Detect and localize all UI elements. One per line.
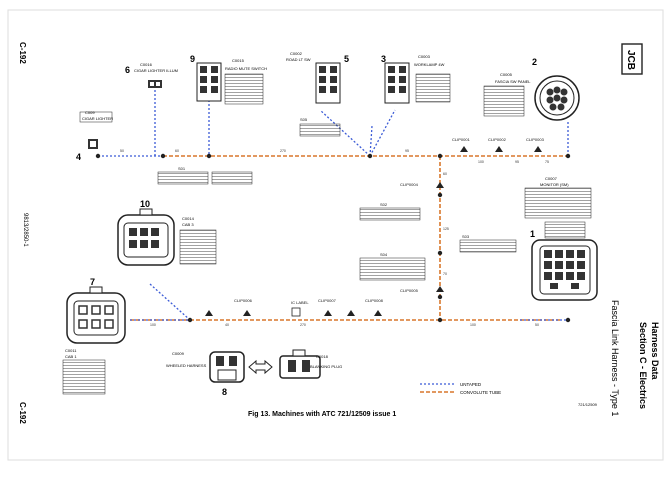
component-name-6: CIGAR LIGHTER ILLUM: [134, 68, 178, 73]
splice-label-2: S02: [380, 202, 388, 207]
component-code-5: C0002: [290, 51, 303, 56]
svg-text:95: 95: [405, 149, 409, 153]
connector-wheeled-harness: [209, 351, 245, 383]
component-number-4: 4: [76, 152, 81, 162]
svg-text:95: 95: [515, 160, 519, 164]
component-name-5: ROAD LT SW: [286, 57, 311, 62]
clip-label-2: CLIP0002: [488, 137, 507, 142]
section-subtitle: Harness Data: [650, 322, 660, 381]
component-name-3: WORKLAMP 4W: [414, 62, 445, 67]
clip-label-5: CLIP0005: [400, 288, 419, 293]
component-name-2: FASCIA SW PANEL: [495, 79, 531, 84]
component-code-2: C0005: [500, 72, 513, 77]
junction-points: [95, 153, 571, 323]
component-code-10: C0014: [182, 216, 195, 221]
jcb-logo-text: JCB: [625, 50, 636, 70]
splice-tables: [157, 171, 517, 281]
svg-text:40: 40: [225, 323, 229, 327]
svg-text:100: 100: [470, 323, 476, 327]
component-number-3: 3: [381, 54, 386, 64]
connector-blanking-plug: [279, 349, 321, 379]
splice-label-4: S04: [380, 252, 388, 257]
component-name-10: CAB 3: [182, 222, 194, 227]
svg-text:100: 100: [150, 323, 156, 327]
component-name-4: CIGAR LIGHTER: [82, 116, 113, 121]
legend: UNTAPED CONVOLUTE TUBE: [420, 382, 501, 395]
page-ref-bottom: C-192: [18, 402, 27, 424]
dimension-labels: 50 60 270 95 100 95 75 60 125 70 100 40 270 100…: [120, 149, 549, 327]
component-code-4: C009: [85, 110, 95, 115]
clip-label-1: CLIP0001: [452, 137, 471, 142]
component-number-6: 6: [125, 65, 130, 75]
svg-text:125: 125: [443, 227, 449, 231]
component-code-9: C0015: [232, 58, 245, 63]
jcb-logo: JCB: [621, 43, 643, 75]
component-number-8: 8: [222, 387, 227, 397]
component-code-8: C0009: [172, 351, 185, 356]
connector-cigar-lighter-illum: [148, 80, 162, 88]
component-number-9: 9: [190, 54, 195, 64]
svg-text:75: 75: [545, 160, 549, 164]
clip-label-4: CLIP0004: [400, 182, 419, 187]
component-name-9: RADIO MUTE SWITCH: [225, 66, 267, 71]
connector-road-lt-sw: [299, 62, 341, 137]
splice-label-3: S03: [462, 234, 470, 239]
svg-text:50: 50: [535, 323, 539, 327]
page-ref-top: C-192: [18, 42, 27, 64]
clip-label-7: CLIP0007: [318, 298, 337, 303]
harness-title: Fascia Link Harness - Type 1: [610, 300, 620, 416]
component-number-7: 7: [90, 277, 95, 287]
svg-text:70: 70: [443, 272, 447, 276]
svg-text:270: 270: [280, 149, 286, 153]
component-code-6: C0016: [140, 62, 153, 67]
component-code-3: C0003: [418, 54, 431, 59]
connector-fascia-sw-panel: [483, 75, 580, 121]
svg-text:50: 50: [120, 149, 124, 153]
mates-with-arrow: [248, 359, 273, 375]
section-title: Section C - Electrics: [638, 322, 648, 409]
component-name-blanking: BLANKING PLUG: [310, 364, 342, 369]
ic-label: IC LABEL: [291, 300, 309, 305]
connector-cigar-lighter: [79, 111, 113, 149]
component-name-1: MONITOR (SM): [540, 182, 569, 187]
figure-caption: Fig 13. Machines with ATC 721/12509 issu…: [248, 411, 396, 418]
clip-label-3: CLIP0003: [526, 137, 545, 142]
component-number-10: 10: [140, 199, 150, 209]
component-number-2: 2: [532, 57, 537, 67]
splice-label-1: S01: [178, 166, 186, 171]
svg-text:60: 60: [175, 149, 179, 153]
legend-untaped-label: UNTAPED: [460, 382, 482, 387]
clip-label-8: CLIP0008: [365, 298, 384, 303]
connector-cab-1: [62, 286, 126, 395]
component-number-5: 5: [344, 54, 349, 64]
connector-cab-3: [117, 208, 217, 266]
svg-text:100: 100: [478, 160, 484, 164]
ic-label-box: [291, 307, 301, 317]
component-name-7: CAB 1: [65, 354, 77, 359]
component-name-8: WHEELED HARNESS: [166, 363, 207, 368]
figure-code: 721/12509: [578, 402, 598, 407]
doc-number: 9813/2850-1: [22, 213, 28, 247]
page-border: [7, 9, 664, 461]
svg-text:60: 60: [443, 172, 447, 176]
component-code-blanking: C0018: [316, 354, 329, 359]
harness-untaped-branches: [98, 90, 570, 321]
connector-radio-mute-switch: [196, 62, 264, 105]
component-code-7: C0011: [65, 348, 77, 353]
clip-label-6: CLIP0006: [234, 298, 253, 303]
legend-convolute-label: CONVOLUTE TUBE: [460, 390, 501, 395]
component-number-1: 1: [530, 229, 535, 239]
component-code-1: C0007: [545, 176, 558, 181]
connector-worklamp: [384, 62, 451, 104]
clip-markers: [205, 146, 542, 316]
svg-text:270: 270: [300, 323, 306, 327]
connector-monitor: [524, 187, 598, 301]
splice-label-5: S05: [300, 117, 308, 122]
